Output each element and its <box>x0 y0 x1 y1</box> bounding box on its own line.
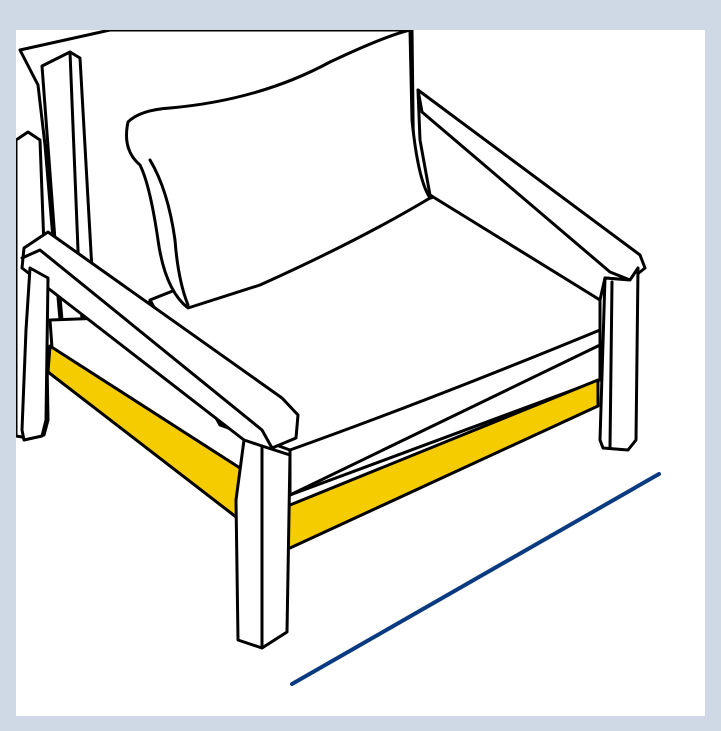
armchair-diagram <box>16 30 661 686</box>
illustration-canvas <box>16 30 705 716</box>
right-front-leg <box>598 266 640 452</box>
left-arm-rest <box>20 230 300 452</box>
back-cushion <box>125 30 432 310</box>
left-back-leg <box>20 266 50 442</box>
left-arm-rest-top <box>20 248 274 450</box>
right-front-leg-edge <box>608 280 614 450</box>
right-arm-rest-top <box>416 88 632 282</box>
back-cushion-fold <box>148 158 190 307</box>
measurement-line <box>290 472 661 686</box>
